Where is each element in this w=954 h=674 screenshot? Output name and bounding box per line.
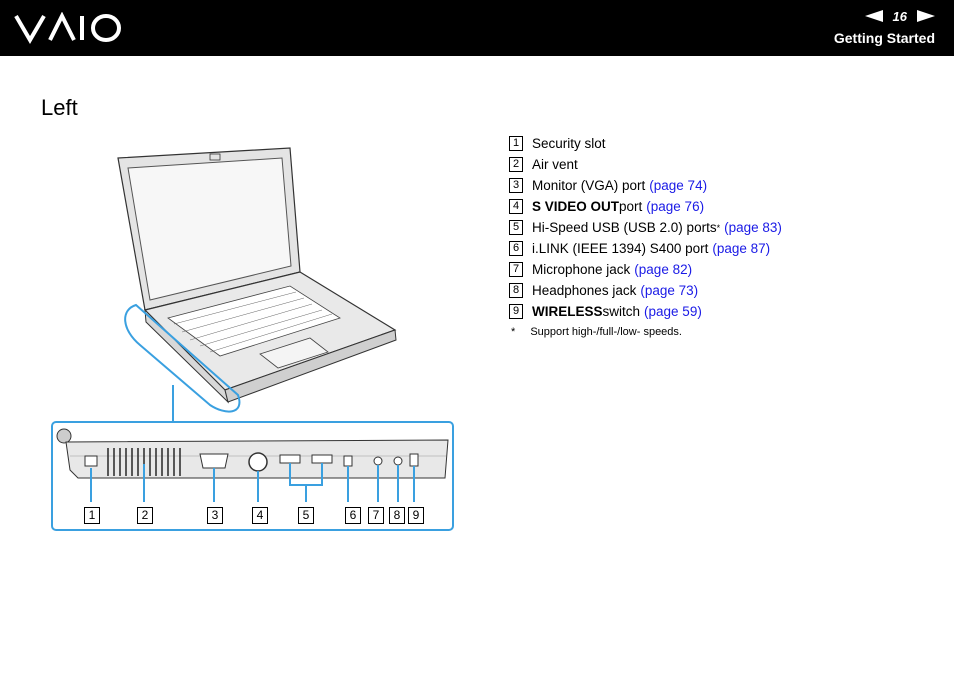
list-item: 2 Air vent xyxy=(509,154,782,175)
callout-7: 7 xyxy=(368,507,384,524)
side-profile xyxy=(56,428,449,479)
page-title: Left xyxy=(41,95,78,120)
item-number: 7 xyxy=(509,262,523,277)
item-number: 1 xyxy=(509,136,523,151)
left-side-highlight xyxy=(124,303,241,413)
item-text: Monitor (VGA) port xyxy=(532,178,646,193)
item-text: i.LINK (IEEE 1394) S400 port xyxy=(532,241,709,256)
item-number: 2 xyxy=(509,157,523,172)
callout-leaders xyxy=(90,463,415,502)
component-list: 1 Security slot 2 Air vent 3 Monitor (VGA) po… xyxy=(509,133,782,322)
item-number: 8 xyxy=(509,283,523,298)
callout-3: 3 xyxy=(207,507,223,524)
list-item: 3 Monitor (VGA) port (page 74) xyxy=(509,175,782,196)
page-link[interactable]: (page 74) xyxy=(649,178,708,193)
list-item: 6 i.LINK (IEEE 1394) S400 port (page 87) xyxy=(509,238,782,259)
previous-page-icon[interactable] xyxy=(864,10,883,22)
next-page-icon[interactable] xyxy=(917,10,935,22)
callout-1: 1 xyxy=(84,507,100,524)
page-link[interactable]: (page 59) xyxy=(644,304,702,319)
callout-4: 4 xyxy=(252,507,268,524)
footnote-mark: * xyxy=(511,326,516,338)
page-link[interactable]: (page 83) xyxy=(724,220,782,235)
item-number: 9 xyxy=(509,304,523,319)
item-number: 6 xyxy=(509,241,523,256)
item-bold-label: WIRELESS xyxy=(532,304,603,319)
callout-8: 8 xyxy=(389,507,405,524)
item-text: Microphone jack xyxy=(532,262,631,277)
callout-2: 2 xyxy=(137,507,153,524)
footnote-text: Support high-/full-/low- speeds. xyxy=(530,326,682,338)
page-link[interactable]: (page 87) xyxy=(712,241,771,256)
item-number: 3 xyxy=(509,178,523,193)
page-link[interactable]: (page 76) xyxy=(646,199,705,214)
footnote: * Support high-/full-/low- speeds. xyxy=(511,326,682,338)
callout-9: 9 xyxy=(408,507,424,524)
callout-6: 6 xyxy=(345,507,361,524)
page-navigation: 16 xyxy=(864,8,935,24)
item-number: 4 xyxy=(509,199,523,214)
page-number: 16 xyxy=(892,8,907,24)
item-bold-label: S VIDEO OUT xyxy=(532,199,620,214)
item-number: 5 xyxy=(509,220,523,235)
callout-5: 5 xyxy=(298,507,314,524)
laptop-base xyxy=(143,271,397,404)
item-text: Headphones jack xyxy=(532,283,637,298)
list-item: 8 Headphones jack (page 73) xyxy=(509,280,782,301)
item-text: Air vent xyxy=(532,157,578,172)
list-item: 4 S VIDEO OUT port (page 76) xyxy=(509,196,782,217)
list-item: 9 WIRELESS switch (page 59) xyxy=(509,301,782,322)
list-item: 1 Security slot xyxy=(509,133,782,154)
section-title: Getting Started xyxy=(833,30,935,46)
laptop-left-side-illustration xyxy=(51,147,454,531)
item-text: Hi-Speed USB (USB 2.0) ports xyxy=(532,220,717,235)
list-item: 5 Hi-Speed USB (USB 2.0) ports*(page 83) xyxy=(509,217,782,238)
list-item: 7 Microphone jack (page 82) xyxy=(509,259,782,280)
page-link[interactable]: (page 82) xyxy=(634,262,693,277)
laptop-screen xyxy=(117,147,301,311)
vaio-logo xyxy=(14,12,121,44)
page-link[interactable]: (page 73) xyxy=(640,283,699,298)
item-text: port xyxy=(619,199,643,214)
item-text: switch xyxy=(602,304,641,319)
header-bar: 16 Getting Started xyxy=(0,0,954,56)
item-text: Security slot xyxy=(532,136,606,151)
item-footnote-mark: * xyxy=(716,222,721,233)
